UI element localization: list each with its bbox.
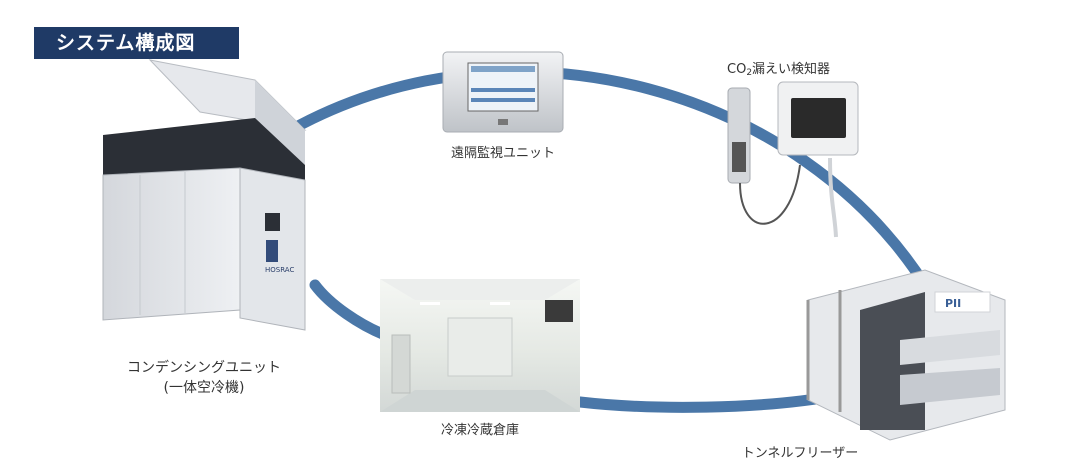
condensing-unit-line2: (一体空冷機) — [163, 380, 245, 396]
co2-detector-label: CO2漏えい検知器 — [727, 58, 830, 78]
co2-prefix: CO — [727, 62, 747, 77]
connection-ring-lower-left — [309, 279, 391, 341]
connection-ring-lower-right — [574, 389, 846, 413]
freezer-badge-text: PII — [945, 297, 961, 310]
remote-monitor-label: 遠隔監視ユニット — [450, 146, 556, 161]
condensing-unit-line1: コンデンシングユニット — [127, 360, 281, 376]
tunnel-freezer-image — [806, 269, 1006, 441]
cold-storage-image — [380, 279, 580, 412]
connection-ring — [294, 66, 931, 291]
condensing-unit-label: コンデンシングユニット (一体空冷機) — [127, 358, 281, 398]
co2-suffix: 漏えい検知器 — [752, 62, 831, 77]
co2-subscript: 2 — [746, 68, 753, 78]
condensing-unit-image — [102, 59, 307, 331]
tunnel-freezer-label: トンネルフリーザー — [741, 446, 859, 461]
cold-storage-label: 冷凍冷蔵倉庫 — [440, 423, 520, 438]
co2-detector-image — [727, 81, 859, 238]
hosrac-logo-text: HOSRAC — [265, 266, 294, 274]
diagram-title: システム構成図 — [34, 27, 239, 59]
remote-monitor-image — [442, 51, 564, 133]
